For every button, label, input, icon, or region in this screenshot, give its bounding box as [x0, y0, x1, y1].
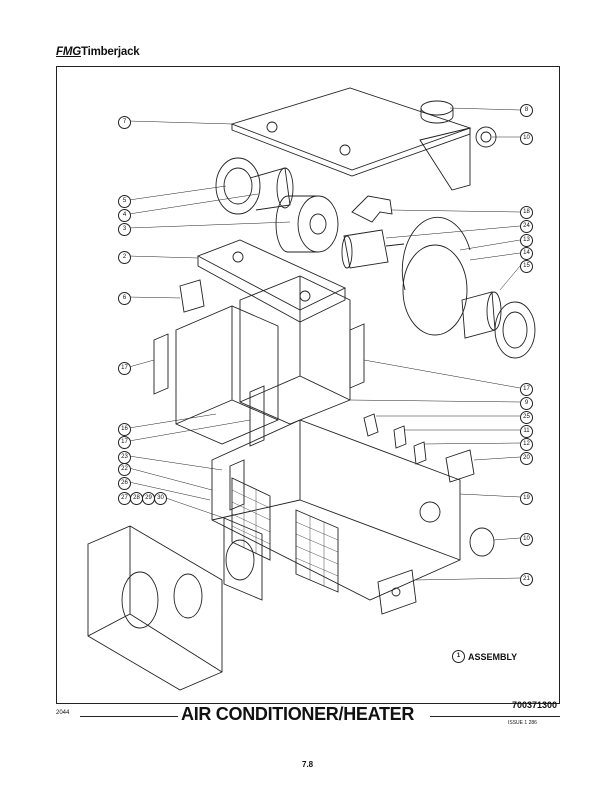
callout-21: 21	[520, 573, 533, 586]
callout-10b: 10	[520, 533, 533, 546]
insulation-pad	[196, 239, 347, 323]
brand-prefix: FMG	[56, 46, 81, 58]
side-grille	[469, 527, 495, 557]
assembly-callout: 1	[452, 650, 465, 663]
brand-name: Timberjack	[80, 46, 140, 58]
footer-rule-right	[430, 716, 560, 717]
callout-17b: 17	[118, 436, 131, 449]
callout-13: 13	[520, 234, 533, 247]
cover-hole	[266, 121, 278, 133]
callout-14: 14	[520, 247, 533, 260]
blower-wheel-right	[461, 291, 496, 339]
switch	[413, 441, 427, 465]
mount-plate	[377, 569, 417, 615]
callout-5: 5	[118, 195, 131, 208]
blower-housing-right	[402, 244, 468, 336]
callout-20: 20	[520, 452, 533, 465]
cover-hole	[339, 144, 351, 156]
page-id: 2044	[56, 710, 70, 716]
callout-15: 15	[520, 260, 533, 273]
blower-housing-left	[297, 195, 339, 253]
blower-ring-right	[494, 301, 536, 359]
page-number: 7.8	[302, 760, 314, 769]
blower-motor	[343, 229, 389, 269]
callout-18: 18	[520, 206, 533, 219]
part-number: 700371300	[512, 700, 558, 710]
callout-11: 11	[520, 425, 533, 438]
callout-4: 4	[118, 209, 131, 222]
callout-22: 22	[118, 463, 131, 476]
callout-30: 30	[154, 492, 167, 505]
callout-26: 26	[118, 477, 131, 490]
callout-6: 6	[118, 292, 131, 305]
callout-25: 25	[520, 411, 533, 424]
assembly-label: 1 ASSEMBLY	[452, 650, 517, 663]
blower-ring-left	[215, 157, 261, 215]
end-plate	[249, 385, 265, 447]
callout-17a: 17	[118, 362, 131, 375]
control-knob	[420, 100, 454, 116]
callout-16: 16	[118, 423, 131, 436]
grille	[231, 477, 271, 561]
callout-17c: 17	[520, 383, 533, 396]
footer-rule-left	[80, 716, 180, 717]
blower-wheel-left	[249, 167, 291, 211]
front-cover	[87, 525, 223, 691]
assembly-text: ASSEMBLY	[468, 651, 518, 662]
duct-plate	[223, 517, 263, 601]
evaporator-coil	[175, 305, 279, 445]
page-title: AIR CONDITIONER/HEATER	[178, 704, 418, 725]
callout-19: 19	[520, 492, 533, 505]
brand-logo: FMGTimberjack	[56, 46, 140, 58]
grille	[295, 509, 339, 593]
end-plate	[349, 323, 365, 389]
switch	[363, 413, 379, 437]
callout-24: 24	[520, 220, 533, 233]
callout-8: 8	[520, 104, 533, 117]
switch	[393, 425, 407, 449]
bracket	[351, 195, 393, 223]
end-plate	[153, 333, 169, 395]
callout-9: 9	[520, 397, 533, 410]
diagram-frame	[56, 66, 560, 704]
callout-2: 2	[118, 251, 131, 264]
fan-duct	[173, 573, 203, 619]
callout-7: 7	[118, 116, 131, 129]
callout-28: 28	[130, 492, 143, 505]
issue-label: ISSUE 1 286	[508, 720, 537, 726]
callout-12: 12	[520, 438, 533, 451]
callout-10a: 10	[520, 132, 533, 145]
mount-bracket	[179, 279, 205, 313]
thermostat	[445, 449, 475, 483]
callout-3: 3	[118, 223, 131, 236]
